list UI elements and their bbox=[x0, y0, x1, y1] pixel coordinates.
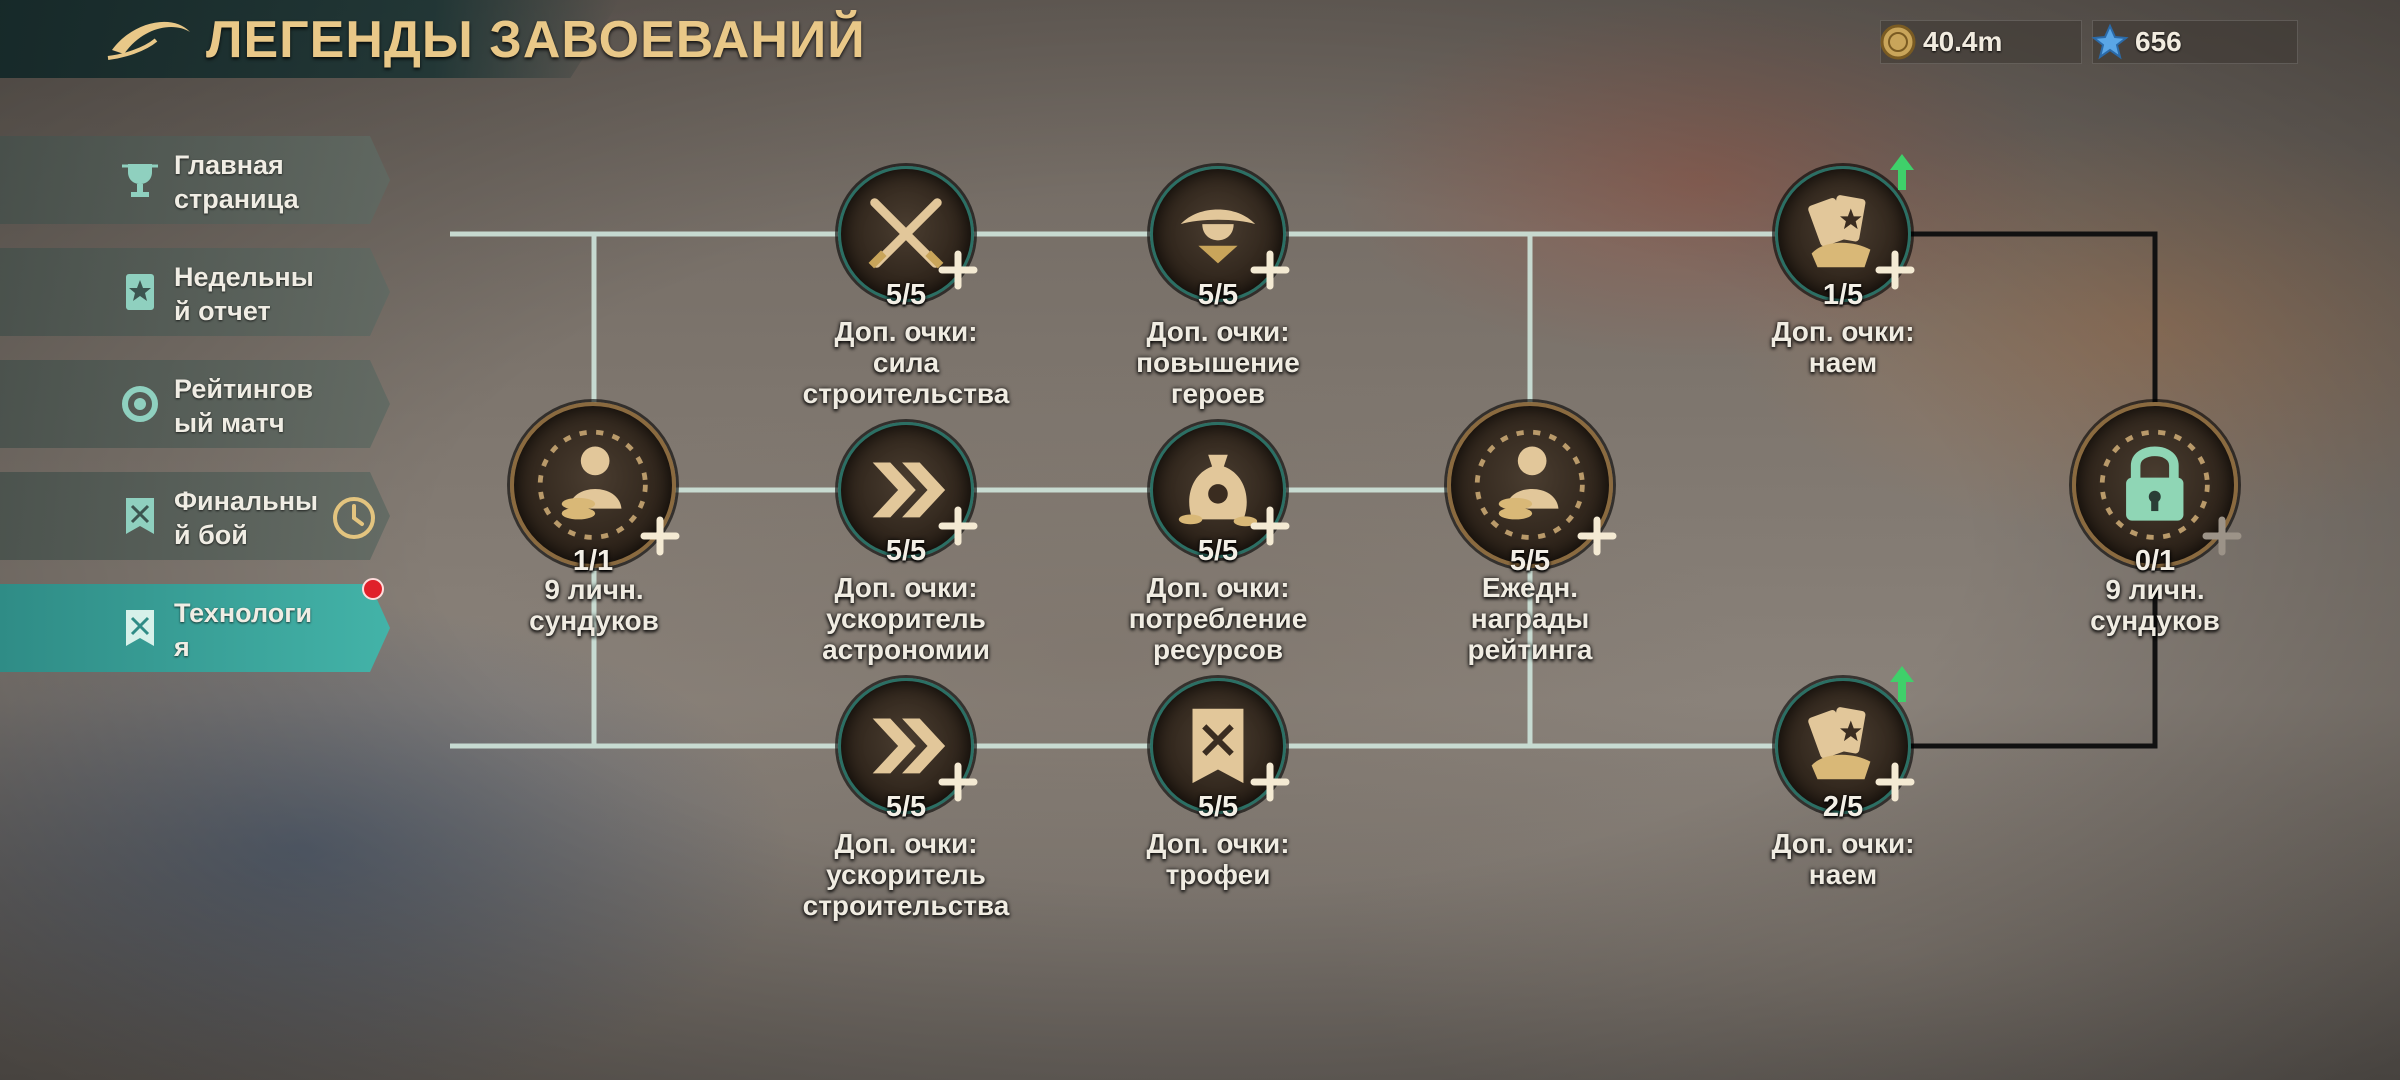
header-banner bbox=[0, 0, 620, 78]
node-level: 5/5 bbox=[1197, 279, 1239, 311]
gold-resource[interactable]: 40.4m bbox=[1880, 20, 2082, 64]
tech-node-recruit-2[interactable]: 2/5 bbox=[1775, 678, 1915, 823]
sidebar-item-ranked-match[interactable]: Рейтингов ый матч bbox=[0, 360, 390, 448]
sidebar-item-final-battle[interactable]: Финальны й бой bbox=[0, 472, 390, 560]
sidebar-item-label: Технологи я bbox=[174, 598, 313, 662]
double-chevron-icon bbox=[872, 462, 946, 518]
tech-node-daily-rank-rewards[interactable]: 5/5 bbox=[1447, 402, 1617, 577]
plus-icon bbox=[1250, 506, 1290, 546]
plus-icon bbox=[938, 506, 978, 546]
node-level: 5/5 bbox=[1509, 545, 1551, 577]
page-title: ЛЕГЕНДЫ ЗАВОЕВАНИЙ bbox=[206, 11, 866, 69]
plus-icon bbox=[938, 250, 978, 290]
node-label: Ежедн. награды рейтинга bbox=[1467, 572, 1593, 665]
tech-node-build-power[interactable]: 5/5 bbox=[838, 166, 978, 311]
node-label: Доп. очки: повышение героев bbox=[1136, 316, 1300, 409]
sidebar-item-label: Рейтингов ый матч bbox=[174, 374, 314, 438]
plus-icon bbox=[1875, 762, 1915, 802]
blue-crystal-icon bbox=[2091, 23, 2129, 60]
plus-icon bbox=[1577, 516, 1617, 556]
plus-icon bbox=[1875, 250, 1915, 290]
cards-hand-icon bbox=[1808, 707, 1871, 780]
node-label: Доп. очки: трофеи bbox=[1146, 828, 1290, 890]
star-scroll-icon bbox=[126, 274, 154, 310]
crescent-logo-icon bbox=[107, 21, 190, 60]
ring-icon bbox=[122, 386, 158, 422]
sidebar-item-label: Финальны й бой bbox=[174, 486, 319, 550]
skull-money-bag-icon bbox=[1178, 454, 1258, 527]
node-level: 0/1 bbox=[2134, 545, 2176, 577]
plus-icon bbox=[1250, 762, 1290, 802]
gold-coin-icon bbox=[1880, 24, 1916, 60]
node-level: 5/5 bbox=[1197, 535, 1239, 567]
trophy-icon bbox=[122, 164, 158, 197]
tech-node-trophies[interactable]: 5/5 bbox=[1150, 678, 1290, 823]
plus-icon bbox=[2202, 516, 2242, 556]
node-level: 1/1 bbox=[572, 545, 614, 577]
pirate-hat-icon bbox=[1180, 209, 1256, 264]
node-label: Доп. очки: потребление ресурсов bbox=[1128, 572, 1308, 665]
upgrade-arrow-icon bbox=[1890, 666, 1914, 702]
captain-coins-icon bbox=[538, 430, 648, 540]
crossed-swords-icon bbox=[868, 198, 944, 269]
cards-hand-icon bbox=[1808, 195, 1871, 268]
tech-node-recruit-1[interactable]: 1/5 bbox=[1775, 166, 1915, 311]
sidebar-item-technology[interactable]: Технологи я bbox=[0, 584, 390, 672]
padlock-icon bbox=[2100, 430, 2210, 540]
clock-icon bbox=[333, 497, 375, 539]
notification-dot bbox=[362, 578, 384, 600]
crystal-resource[interactable]: 656 bbox=[2091, 20, 2298, 64]
trophy-banner-icon bbox=[1192, 708, 1244, 784]
tech-node-resource-use[interactable]: 5/5 bbox=[1150, 422, 1290, 567]
node-level: 2/5 bbox=[1822, 791, 1864, 823]
node-level: 5/5 bbox=[885, 791, 927, 823]
node-label: Доп. очки: наем bbox=[1771, 828, 1915, 890]
sidebar-item-home[interactable]: Главная страница bbox=[0, 136, 390, 224]
sidebar-item-label: Недельны й отчет bbox=[174, 262, 314, 326]
double-chevron-icon bbox=[872, 718, 946, 774]
gold-value: 40.4m bbox=[1923, 26, 2003, 57]
tech-node-chests-locked[interactable]: 0/1 bbox=[2072, 402, 2242, 577]
captain-coins-icon bbox=[1475, 430, 1585, 540]
node-level: 1/5 bbox=[1822, 279, 1864, 311]
node-level: 5/5 bbox=[885, 279, 927, 311]
plus-icon bbox=[640, 516, 680, 556]
upgrade-arrow-icon bbox=[1890, 154, 1914, 190]
plus-icon bbox=[1250, 250, 1290, 290]
plus-icon bbox=[938, 762, 978, 802]
node-label: 9 личн. сундуков bbox=[529, 574, 659, 636]
crystal-value: 656 bbox=[2135, 26, 2182, 57]
crossed-swords-banner-icon bbox=[126, 498, 154, 534]
banner-icon bbox=[126, 610, 154, 646]
sidebar-item-label: Главная страница bbox=[174, 150, 299, 214]
tech-node-chests[interactable]: 1/1 bbox=[510, 402, 680, 577]
tech-node-astronomy-boost[interactable]: 5/5 bbox=[838, 422, 978, 567]
node-level: 5/5 bbox=[885, 535, 927, 567]
tech-node-build-boost[interactable]: 5/5 bbox=[838, 678, 978, 823]
node-label: Доп. очки: ускоритель астрономии bbox=[822, 572, 990, 665]
node-label: 9 личн. сундуков bbox=[2090, 574, 2220, 636]
node-label: Доп. очки: сила строительства bbox=[802, 316, 1010, 409]
sidebar-item-weekly-report[interactable]: Недельны й отчет bbox=[0, 248, 390, 336]
tech-node-hero-upgrade[interactable]: 5/5 bbox=[1150, 166, 1290, 311]
node-level: 5/5 bbox=[1197, 791, 1239, 823]
node-label: Доп. очки: ускоритель строительства bbox=[802, 828, 1010, 921]
node-label: Доп. очки: наем bbox=[1771, 316, 1915, 378]
